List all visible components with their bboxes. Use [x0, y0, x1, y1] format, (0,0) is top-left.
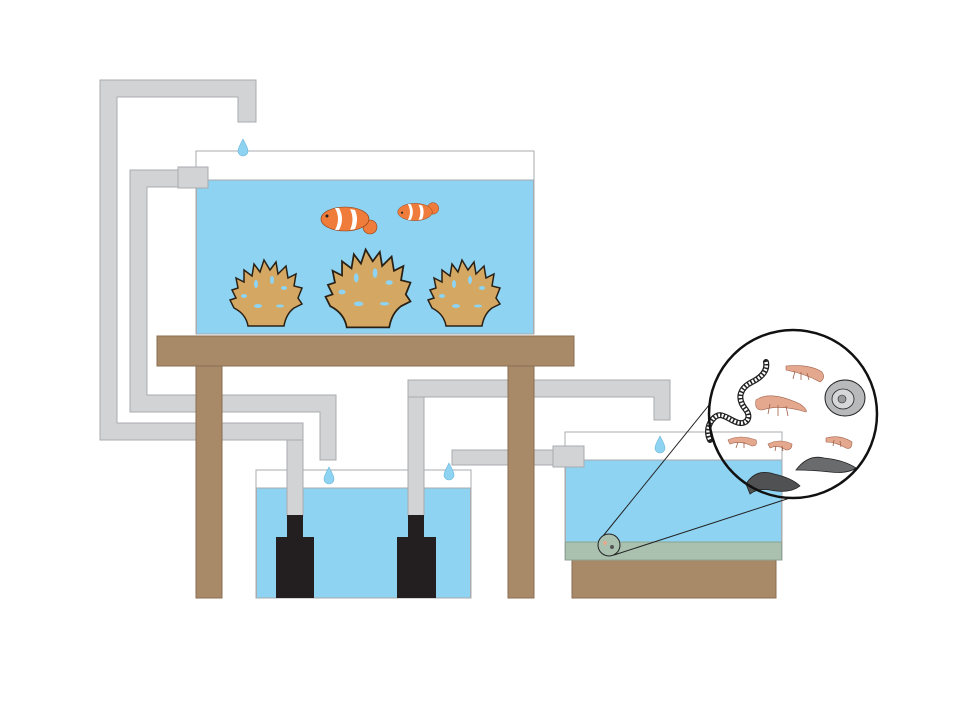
- overflow-connector: [177, 166, 209, 189]
- refugium-stand: [571, 559, 777, 599]
- return-pump-icon: [276, 515, 314, 598]
- refugium-pump-icon: [397, 515, 436, 598]
- refugium-return-pipe: [451, 449, 557, 466]
- snail-shell-icon: [824, 379, 866, 417]
- larva-icon: [745, 456, 857, 495]
- drip-icon: [443, 462, 455, 481]
- substrate-magnify-spot: [597, 533, 621, 557]
- drip-icon: [323, 466, 335, 485]
- refugium-connector: [552, 445, 585, 468]
- tank-stand: [156, 335, 575, 599]
- clownfish-icon: [397, 202, 439, 221]
- amphipod-icon: [727, 365, 853, 452]
- drip-icon: [654, 435, 666, 454]
- drip-icon: [237, 138, 249, 157]
- clownfish-icon: [320, 206, 378, 235]
